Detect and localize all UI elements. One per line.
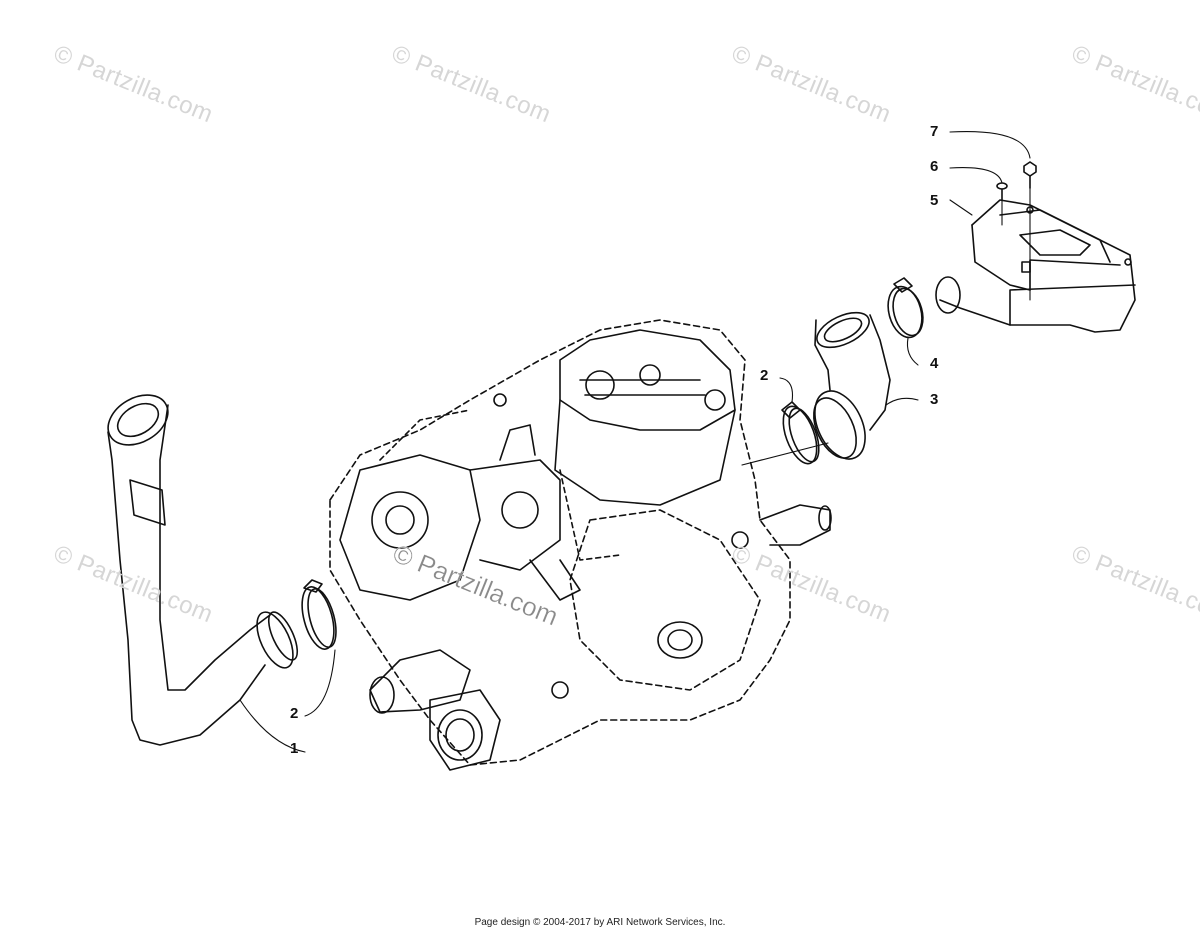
- callout-4: 4: [930, 355, 939, 372]
- callout-2-lower: 2: [290, 705, 299, 722]
- leader-lines: [239, 130, 1031, 753]
- callout-1: 1: [290, 740, 299, 757]
- engine-illustration: [329, 319, 832, 771]
- bolt-part-7: [1023, 161, 1037, 189]
- callout-6: 6: [930, 158, 939, 175]
- clamp-part-4: [887, 277, 924, 339]
- footer-copyright: Page design © 2004-2017 by ARI Network S…: [474, 917, 726, 928]
- airbox-part-5: [935, 199, 1136, 333]
- callout-5: 5: [930, 192, 939, 209]
- clamp-part-2-upper: [781, 401, 820, 465]
- callout-7: 7: [930, 123, 939, 140]
- hose-part-3: [813, 311, 891, 460]
- clamp-part-2-lower: [301, 579, 337, 650]
- screw-part-6: [996, 182, 1008, 201]
- callout-2-upper: 2: [760, 367, 769, 384]
- intake-tube-part-1: [107, 394, 299, 746]
- callout-3: 3: [930, 391, 939, 408]
